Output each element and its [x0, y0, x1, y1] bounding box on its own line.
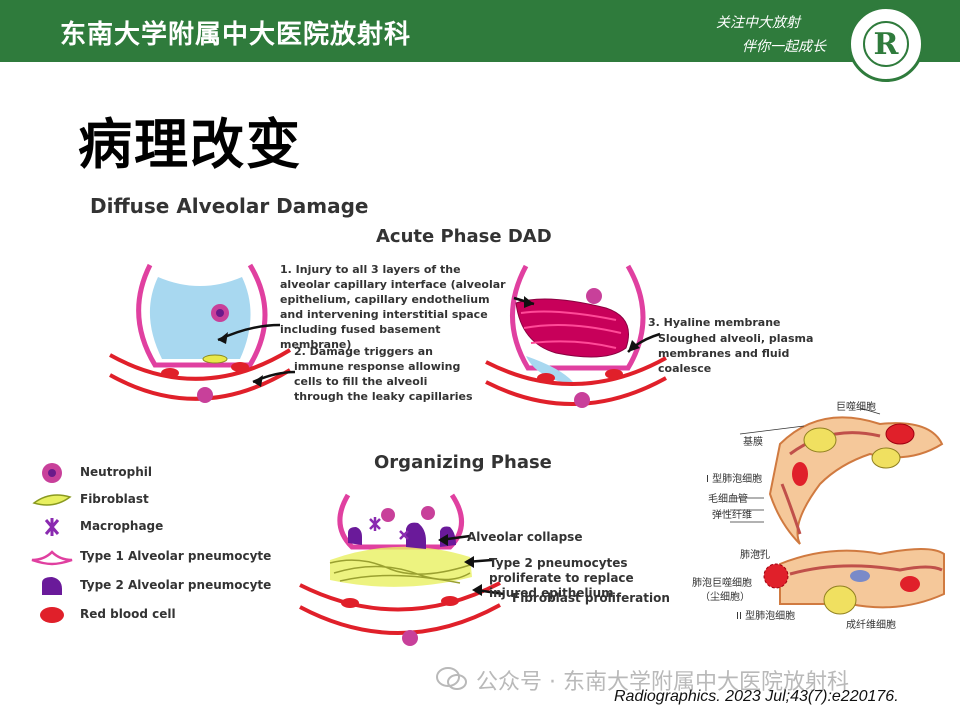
legend-fibroblast: Fibroblast: [30, 489, 270, 511]
figure-title: Diffuse Alveolar Damage: [90, 194, 369, 218]
type2-pneumocyte-icon: [42, 577, 62, 595]
hospital-name: 东南大学附属中大医院放射科: [60, 20, 412, 50]
slogan-line1: 关注中大放射: [716, 15, 800, 31]
label-type2-cell: II 型肺泡细胞: [736, 611, 796, 622]
label-elastic-fiber: 弹性纤维: [712, 510, 752, 521]
logo-letter: R: [873, 27, 899, 62]
label-dust-cell: （尘细胞）: [700, 592, 750, 603]
red-blood-cell-icon: [40, 607, 64, 623]
legend-label: Macrophage: [80, 519, 164, 533]
legend-type2-pneumocyte: Type 2 Alveolar pneumocyte: [30, 575, 272, 597]
acute-note-immune: 2. Damage triggers an immune response al…: [294, 345, 473, 403]
macrophage-icon: [44, 518, 60, 536]
legend-label: Fibroblast: [80, 492, 149, 506]
wechat-watermark: 公众号 · 东南大学附属中大医院放射科: [476, 670, 849, 695]
label-alveolar-macrophage: 肺泡巨噬细胞: [692, 578, 752, 589]
hyaline-note-title: 3. Hyaline membrane: [648, 316, 781, 329]
legend-macrophage: Macrophage: [30, 516, 270, 538]
organizing-phase-title: Organizing Phase: [374, 452, 552, 473]
organizing-note-fibroblast: Fibroblast proliferation: [512, 591, 670, 605]
legend-label: Type 2 Alveolar pneumocyte: [80, 578, 272, 592]
acute-arrow-2: [252, 370, 296, 387]
label-alveolar-pore: 肺泡孔: [740, 550, 770, 561]
organizing-arrow-3: [472, 584, 505, 596]
neutrophil-icon: [42, 463, 62, 483]
organizing-arrow-2: [464, 556, 493, 568]
legend-neutrophil: Neutrophil: [30, 462, 270, 484]
wechat-icon: [436, 667, 467, 690]
acute-arrow-1: [217, 323, 281, 344]
fibroblast-icon: [32, 494, 72, 506]
hyaline-alveolus-illustration: [485, 264, 667, 408]
acute-phase-title: Acute Phase DAD: [376, 226, 552, 247]
acute-note-injury: 1. Injury to all 3 layers of the alveola…: [280, 263, 506, 351]
legend-label: Type 1 Alveolar pneumocyte: [80, 549, 272, 563]
logo-ring: R: [863, 21, 909, 67]
organizing-arrow-1: [438, 534, 471, 546]
slogan-line2: 伴你一起成长: [742, 39, 826, 55]
alveolar-anatomy-illustration: [730, 407, 945, 615]
label-fibroblast: 成纤维细胞: [846, 620, 896, 631]
legend-red-blood-cell: Red blood cell: [30, 604, 270, 626]
legend-label: Neutrophil: [80, 465, 152, 479]
type1-pneumocyte-icon: [31, 550, 73, 566]
hyaline-arrow: [627, 332, 661, 353]
legend-type1-pneumocyte: Type 1 Alveolar pneumocyte: [30, 546, 272, 568]
label-type1-cell: I 型肺泡细胞: [706, 474, 763, 485]
label-basement-membrane: 基膜: [743, 437, 763, 448]
legend-label: Red blood cell: [80, 607, 176, 621]
organizing-note-proliferate: Type 2 pneumocytes proliferate to replac…: [489, 556, 634, 600]
citation: Radiographics. 2023 Jul;43(7):e220176.: [614, 688, 899, 705]
hyaline-note-body: Sloughed alveoli, plasma membranes and f…: [658, 332, 814, 375]
department-logo: R: [848, 6, 924, 82]
label-macrophage: 巨噬细胞: [836, 402, 876, 413]
organizing-note-collapse: Alveolar collapse: [467, 530, 583, 544]
header-bar: 东南大学附属中大医院放射科 关注中大放射 伴你一起成长: [0, 0, 960, 62]
label-capillary: 毛细血管: [708, 494, 748, 505]
slide-title: 病理改变: [78, 113, 302, 176]
